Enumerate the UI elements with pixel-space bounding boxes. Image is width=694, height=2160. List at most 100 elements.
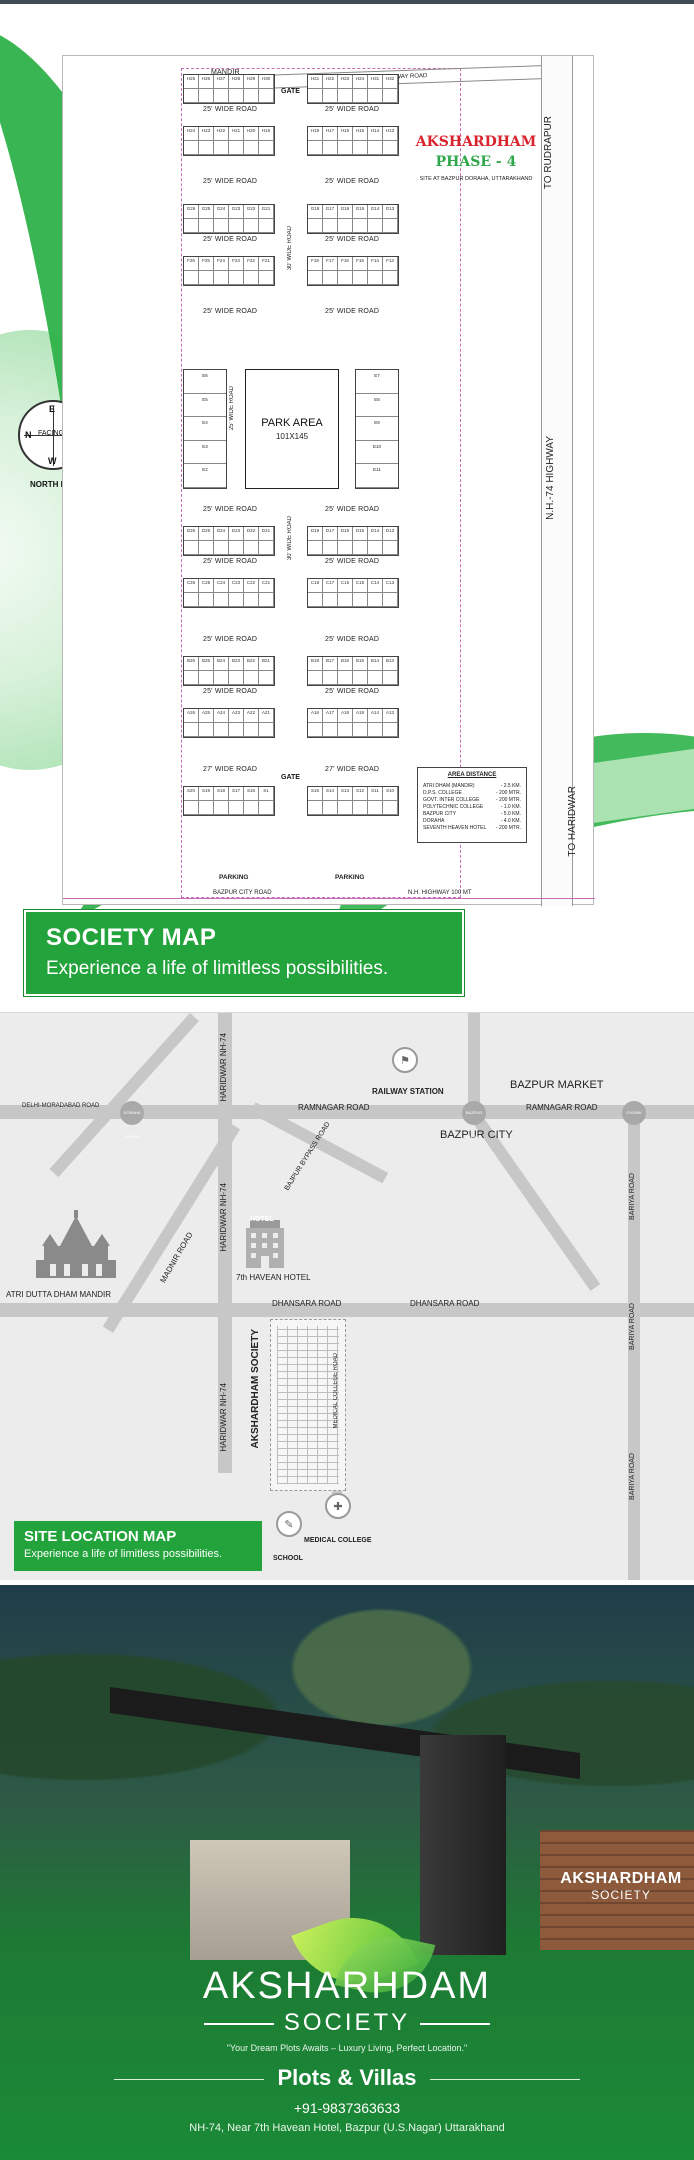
hotel-label: 7th HAVEAN HOTEL [236, 1273, 311, 1282]
plot-cell: H19 [308, 127, 323, 141]
plot-cell: A21 [259, 709, 274, 723]
plot-cell: G16 [338, 205, 353, 219]
plot-cell [244, 801, 259, 815]
project-title: AKSHARDHAM PHASE - 4 SITE AT BAZPUR DORA… [411, 134, 541, 182]
plot-cell [184, 671, 199, 685]
gate-bottom: GATE [281, 774, 300, 781]
to-haridwar-label: TO HARIDWAR [567, 786, 578, 857]
dhansara-road [0, 1303, 694, 1317]
compass-w: W [48, 456, 57, 466]
side-plot: E6 [184, 370, 226, 394]
plot-cell [244, 219, 259, 233]
plot-cell [184, 219, 199, 233]
road-30-label: 30' WIDE ROAD [287, 516, 293, 561]
plot-cell [338, 89, 353, 103]
project-site: SITE AT BAZPUR DORAHA, UTTARAKHAND [419, 176, 533, 182]
road-25-label: 25' WIDE ROAD [325, 236, 380, 243]
plot-cell [259, 541, 274, 555]
plot-cell [214, 219, 229, 233]
plot-cell: S16 [244, 787, 259, 801]
plot-cell [259, 89, 274, 103]
plot-cell [259, 271, 274, 285]
plot-cell: B18 [308, 657, 323, 671]
plot-cell [323, 89, 338, 103]
plot-cell [308, 271, 323, 285]
nh74-label: N.H.-74 HIGHWAY [545, 436, 556, 520]
plot-cell: H28 [229, 75, 244, 89]
plot-cell: H23 [338, 75, 353, 89]
distance-row: D.P.S. COLLEGE- 200 MTR. [423, 790, 521, 796]
side-plot: E7 [356, 370, 398, 394]
road-25-label: 25' WIDE ROAD [325, 106, 380, 113]
plot-cell [199, 89, 214, 103]
plot-cell: S1 [259, 787, 274, 801]
plot-cell: B14 [368, 657, 383, 671]
plot-cell [368, 801, 383, 815]
plot-cell [199, 723, 214, 737]
road-25-label: 25' WIDE ROAD [203, 688, 258, 695]
plot-cell [383, 801, 398, 815]
plot-cell: C25 [199, 579, 214, 593]
phone-number[interactable]: +91-9837363633 [293, 2100, 401, 2116]
bazpur-city-road-label: BAZPUR CITY ROAD [213, 890, 272, 896]
wall-logo-sub: SOCIETY [591, 1888, 651, 1902]
dhansara-road-label: DHANSARA ROAD [272, 1299, 342, 1308]
top-strip [0, 0, 694, 4]
plot-cell: C16 [338, 579, 353, 593]
plot-cell [184, 801, 199, 815]
road-25-label: 25' WIDE ROAD [203, 506, 258, 513]
road-25-label: 25' WIDE ROAD [325, 178, 380, 185]
plot-cell: C15 [353, 579, 368, 593]
plot-cell: F14 [368, 257, 383, 271]
plot-cell [229, 271, 244, 285]
road-25-label: 25' WIDE ROAD [203, 636, 258, 643]
plot-cell [338, 141, 353, 155]
site-location-banner: SITE LOCATION MAP Experience a life of l… [14, 1521, 262, 1571]
plot-cell [199, 541, 214, 555]
plot-cell [184, 271, 199, 285]
plot-cell: F21 [259, 257, 274, 271]
plot-cell: C23 [229, 579, 244, 593]
plot-cell [353, 593, 368, 607]
plot-cell [259, 801, 274, 815]
plot-cell: G21 [259, 205, 274, 219]
plot-cell [199, 671, 214, 685]
to-rudrapur-label: TO RUDRAPUR [543, 116, 554, 190]
ramnagar-road-label: RAMNAGAR ROAD [526, 1103, 598, 1112]
plot-cell [229, 541, 244, 555]
plot-cell: A24 [214, 709, 229, 723]
plot-cell: A14 [368, 709, 383, 723]
compass-n: N [25, 430, 32, 440]
project-name: AKSHARDHAM [415, 134, 537, 150]
plot-cell [323, 801, 338, 815]
plot-cell [338, 723, 353, 737]
road-25-vertical-label: 25' WIDE ROAD [229, 386, 235, 431]
plot-cell: D24 [214, 527, 229, 541]
plot-cell: H23 [199, 127, 214, 141]
medical-college-road-label: MEDICAL COLLEGE ROAD [333, 1353, 339, 1429]
plot-cell: H20 [244, 127, 259, 141]
plot-cell [338, 541, 353, 555]
railway-pin-icon: ⚑ [392, 1047, 418, 1073]
plot-cell: G25 [199, 205, 214, 219]
plot-cell: H19 [259, 127, 274, 141]
plot-cell: D13 [383, 527, 398, 541]
plot-cell: B21 [259, 657, 274, 671]
plot-cell: S17 [229, 787, 244, 801]
society-map-banner: SOCIETY MAP Experience a life of limitle… [24, 910, 464, 996]
area-distance-title: AREA DISTANCE [447, 772, 497, 778]
distance-row: POLYTECHNIC COLLEGE- 1.0 KM. [423, 804, 521, 810]
plot-cell [308, 671, 323, 685]
plot-cell [383, 723, 398, 737]
medical-pin-icon: ✚ [325, 1493, 351, 1519]
plot-cell: F24 [214, 257, 229, 271]
plot-cell: S18 [214, 787, 229, 801]
plot-cell: D21 [259, 527, 274, 541]
